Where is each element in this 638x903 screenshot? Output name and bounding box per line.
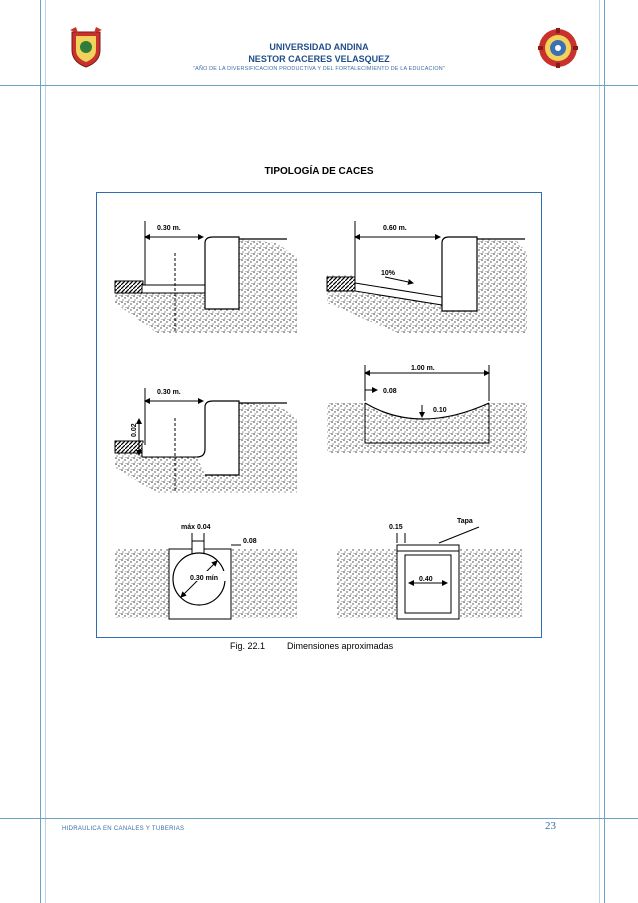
margin-line-left bbox=[40, 0, 41, 903]
year-motto: "AÑO DE LA DIVERSIFICACION PRODUCTIVA Y … bbox=[193, 66, 445, 72]
panel-curb-060: 0.60 m. 10% bbox=[326, 221, 527, 333]
margin-line-left-inner bbox=[45, 0, 46, 903]
label-p2-width: 0.60 m. bbox=[383, 225, 407, 232]
faculty-gear-logo-icon bbox=[538, 28, 578, 68]
university-shield-logo-icon bbox=[70, 27, 102, 68]
label-p1-width: 0.30 m. bbox=[157, 225, 181, 232]
label-p6-width: 0.40 bbox=[419, 576, 433, 583]
label-p3-width: 0.30 m. bbox=[157, 389, 181, 396]
label-p5-max: máx 0.04 bbox=[181, 524, 211, 531]
header-rule bbox=[0, 85, 638, 86]
label-p4-left: 0.08 bbox=[383, 388, 397, 395]
panel-open-channel: 1.00 m. 0.08 0.10 bbox=[327, 361, 527, 453]
margin-line-right-inner bbox=[599, 0, 600, 903]
panel-curb-030-gutter: 0.30 m. 0.02 bbox=[114, 385, 297, 493]
panel-box-drain: 0.40 0.15 Tapa bbox=[337, 518, 522, 620]
panel-round-drain: 0.30 mín máx 0.04 0.08 bbox=[115, 524, 297, 620]
label-p5-edge: 0.08 bbox=[243, 538, 257, 545]
footer-course: HIDRAULICA EN CANALES Y TUBERIAS bbox=[62, 826, 185, 832]
page-number: 23 bbox=[545, 820, 556, 832]
label-p2-slope: 10% bbox=[381, 270, 396, 277]
label-p4-width: 1.00 m. bbox=[411, 365, 435, 372]
label-p4-depth: 0.10 bbox=[433, 407, 447, 414]
university-name: UNIVERSIDAD ANDINA bbox=[269, 42, 369, 52]
page-header: UNIVERSIDAD ANDINA NESTOR CACERES VELASQ… bbox=[0, 0, 638, 90]
label-p3-height: 0.02 bbox=[131, 423, 138, 437]
footer-rule bbox=[0, 818, 638, 819]
panel-curb-030: 0.30 m. bbox=[114, 221, 297, 333]
label-p6-lid: Tapa bbox=[457, 518, 473, 525]
caption-number: Fig. 22.1 bbox=[230, 641, 266, 651]
label-p5-diameter: 0.30 mín bbox=[190, 575, 218, 582]
figure-caption: Fig. 22.1 Dimensiones aproximadas bbox=[230, 641, 415, 651]
margin-line-right bbox=[604, 0, 605, 903]
figure-frame: 0.30 m. 0.60 m. 10% 0.30 bbox=[96, 192, 542, 638]
label-p6-top: 0.15 bbox=[389, 524, 403, 531]
caption-text: Dimensiones aproximadas bbox=[287, 641, 394, 651]
figure-title: TIPOLOGÍA DE CACES bbox=[264, 166, 374, 177]
curb-typology-diagram: 0.30 m. 0.60 m. 10% 0.30 bbox=[114, 221, 527, 620]
university-subname: NESTOR CACERES VELASQUEZ bbox=[248, 54, 390, 64]
